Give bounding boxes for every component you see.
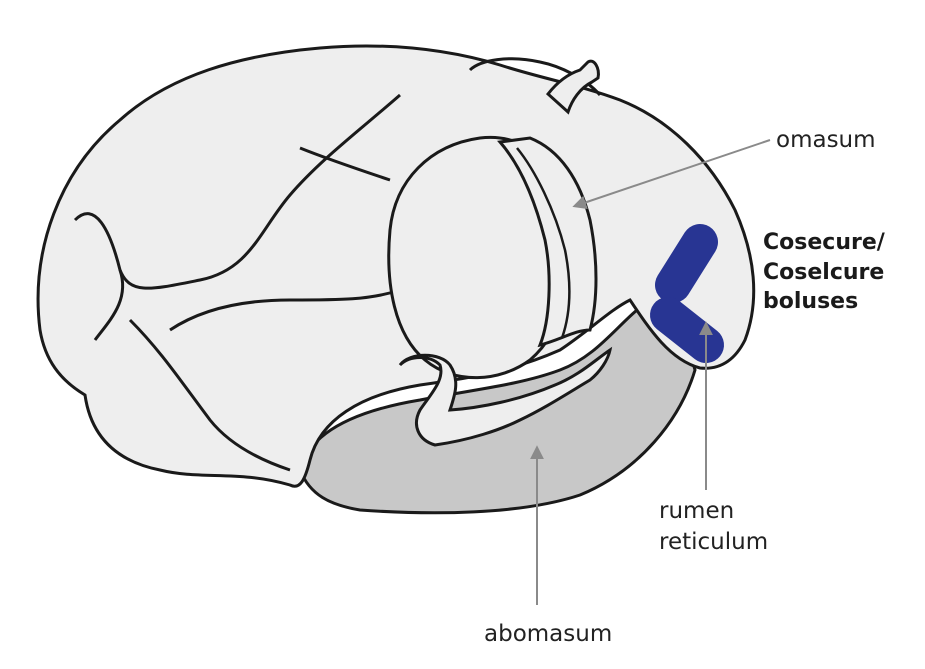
- rumen-label-line-1: rumen: [659, 498, 735, 524]
- omasum-label: omasum: [776, 127, 876, 153]
- esophagus-tube: [545, 59, 600, 115]
- bolus-label: Cosecure/ Coselcure boluses: [763, 228, 885, 317]
- bolus-label-line-3: boluses: [763, 289, 859, 315]
- abomasum-label: abomasum: [484, 621, 613, 647]
- bolus-upper-shape: [655, 224, 718, 303]
- omasum-shape: [387, 135, 598, 380]
- rumen-reticulum-label: rumen reticulum: [659, 496, 768, 558]
- rumen-label-line-2: reticulum: [659, 529, 769, 556]
- rumen-internal-lines: [73, 57, 602, 472]
- omasum-arrow: [572, 139, 771, 210]
- bolus-label-line-1: Cosecure/: [763, 230, 885, 255]
- bolus-lower-shape: [650, 297, 724, 363]
- label-arrows: [530, 139, 771, 605]
- abomasum-fold: [398, 346, 613, 447]
- bolus-label-line-2: Coselcure: [763, 259, 885, 285]
